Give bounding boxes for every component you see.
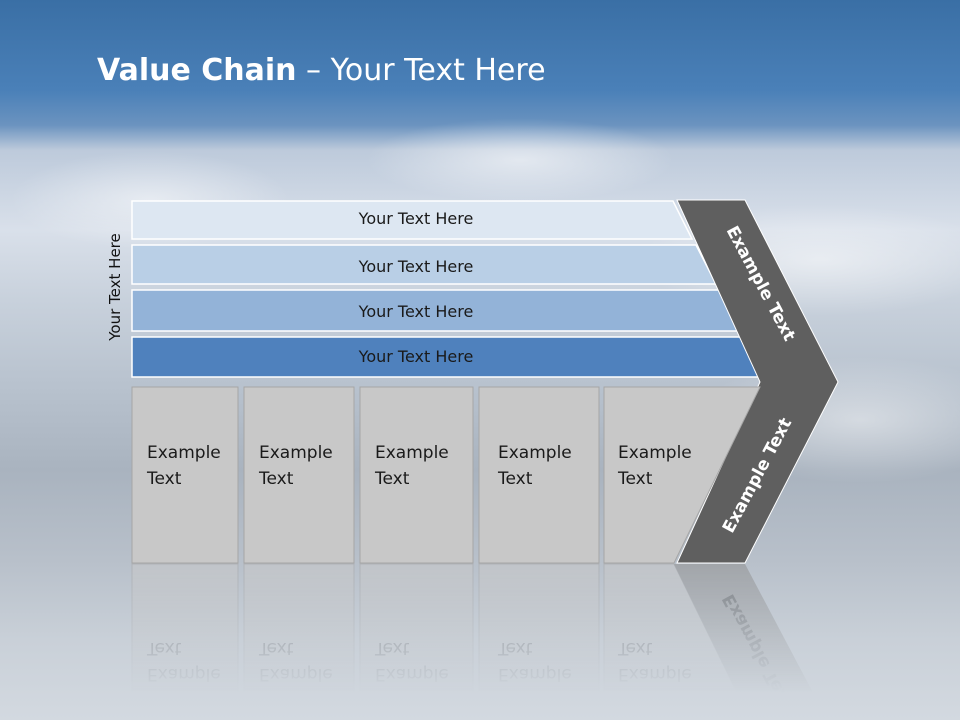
box-4-line2: Text [497, 469, 533, 489]
reflection-box-1-line1: Example [147, 664, 221, 684]
bar-group: Your Text Here Your Text Here Your Text … [131, 200, 766, 378]
box-2-line2: Text [258, 469, 294, 489]
reflection-box-5-line2: Text [617, 638, 653, 658]
box-5-line2: Text [617, 469, 653, 489]
bar-1 [131, 200, 694, 240]
reflection-box-3-line2: Text [374, 638, 410, 658]
slide-title: Value Chain – Your Text Here [97, 53, 546, 88]
reflection-box-5-line1: Example [618, 664, 692, 684]
reflection-box-2-line1: Example [259, 664, 333, 684]
box-3-line1: Example [375, 443, 449, 463]
box-2-line1: Example [259, 443, 333, 463]
box-1-line1: Example [147, 443, 221, 463]
reflection-box-4-line2: Text [497, 638, 533, 658]
box-5-line1: Example [618, 443, 692, 463]
reflection-box-4-line1: Example [498, 664, 572, 684]
title-bold: Value Chain [97, 53, 297, 88]
bar-1-label: Your Text Here [358, 209, 474, 228]
example-box-1: Example Text [131, 386, 239, 564]
box-group: Example Text Example Text Example Text E… [131, 386, 761, 564]
example-box-3: Example Text [359, 386, 474, 564]
reflection-box-1-line2: Text [146, 638, 182, 658]
bar-2-label: Your Text Here [358, 257, 474, 276]
example-box-5: Example Text [603, 386, 761, 564]
title-rest: – Your Text Here [296, 53, 546, 88]
bar-4-label: Your Text Here [358, 347, 474, 366]
chevron-arrow [676, 199, 839, 564]
reflection-box-2-line2: Text [258, 638, 294, 658]
box-4-line1: Example [498, 443, 572, 463]
box-3-line2: Text [374, 469, 410, 489]
bar-3-label: Your Text Here [358, 302, 474, 321]
example-box-4: Example Text [478, 386, 600, 564]
example-box-2: Example Text [243, 386, 355, 564]
reflection-box-3-line1: Example [375, 664, 449, 684]
box-1-line2: Text [146, 469, 182, 489]
reflection: Example Text Example Text Example Text E… [131, 563, 828, 720]
